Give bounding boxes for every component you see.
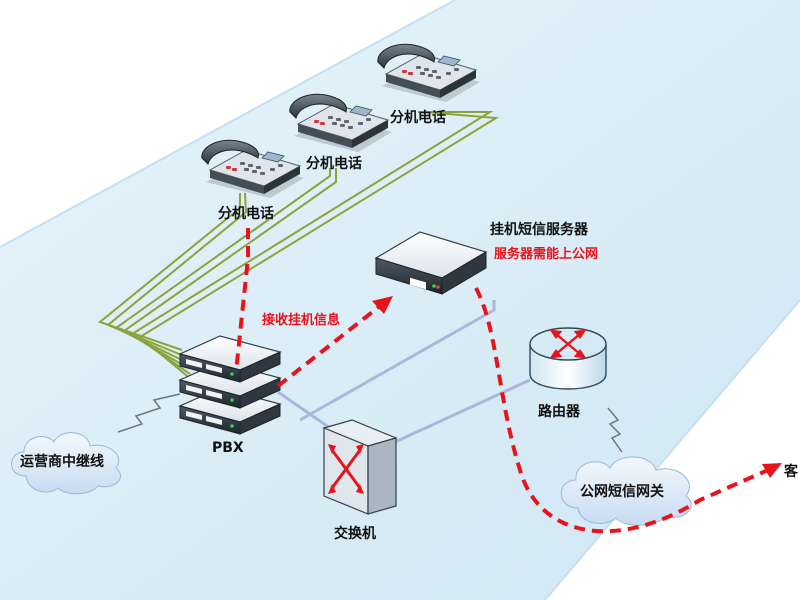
sms-gateway-cloud-icon xyxy=(560,456,692,526)
customer-label: 客 xyxy=(783,463,799,480)
ext-phone-label-2: 分机电话 xyxy=(306,155,362,172)
carrier-trunk-label: 运营商中继线 xyxy=(20,453,104,470)
pbx-stack-icon xyxy=(179,335,281,435)
ext-phone-label-1: 分机电话 xyxy=(218,205,274,222)
router-label: 路由器 xyxy=(538,403,581,420)
receive-info-label: 接收挂机信息 xyxy=(262,312,340,328)
floor-edge-right xyxy=(544,299,800,600)
router-icon xyxy=(529,327,607,390)
floor-edge xyxy=(0,0,456,248)
lan-links xyxy=(277,300,531,444)
server-icon xyxy=(374,231,488,295)
server-note-label: 服务器需能上公网 xyxy=(494,246,598,262)
carrier-cloud-icon xyxy=(11,432,121,495)
hangup-info-flow xyxy=(234,228,769,534)
switch-label: 交换机 xyxy=(334,525,376,542)
phone-wiring xyxy=(97,111,500,381)
sms-gateway-label: 公网短信网关 xyxy=(580,483,664,500)
sms-server-label: 挂机短信服务器 xyxy=(490,221,589,238)
lightning-icon xyxy=(117,393,623,453)
switch-icon xyxy=(322,419,398,515)
arrow-icon xyxy=(372,296,782,478)
ext-phone-label-3: 分机电话 xyxy=(390,109,446,126)
pbx-label: PBX xyxy=(212,440,244,456)
